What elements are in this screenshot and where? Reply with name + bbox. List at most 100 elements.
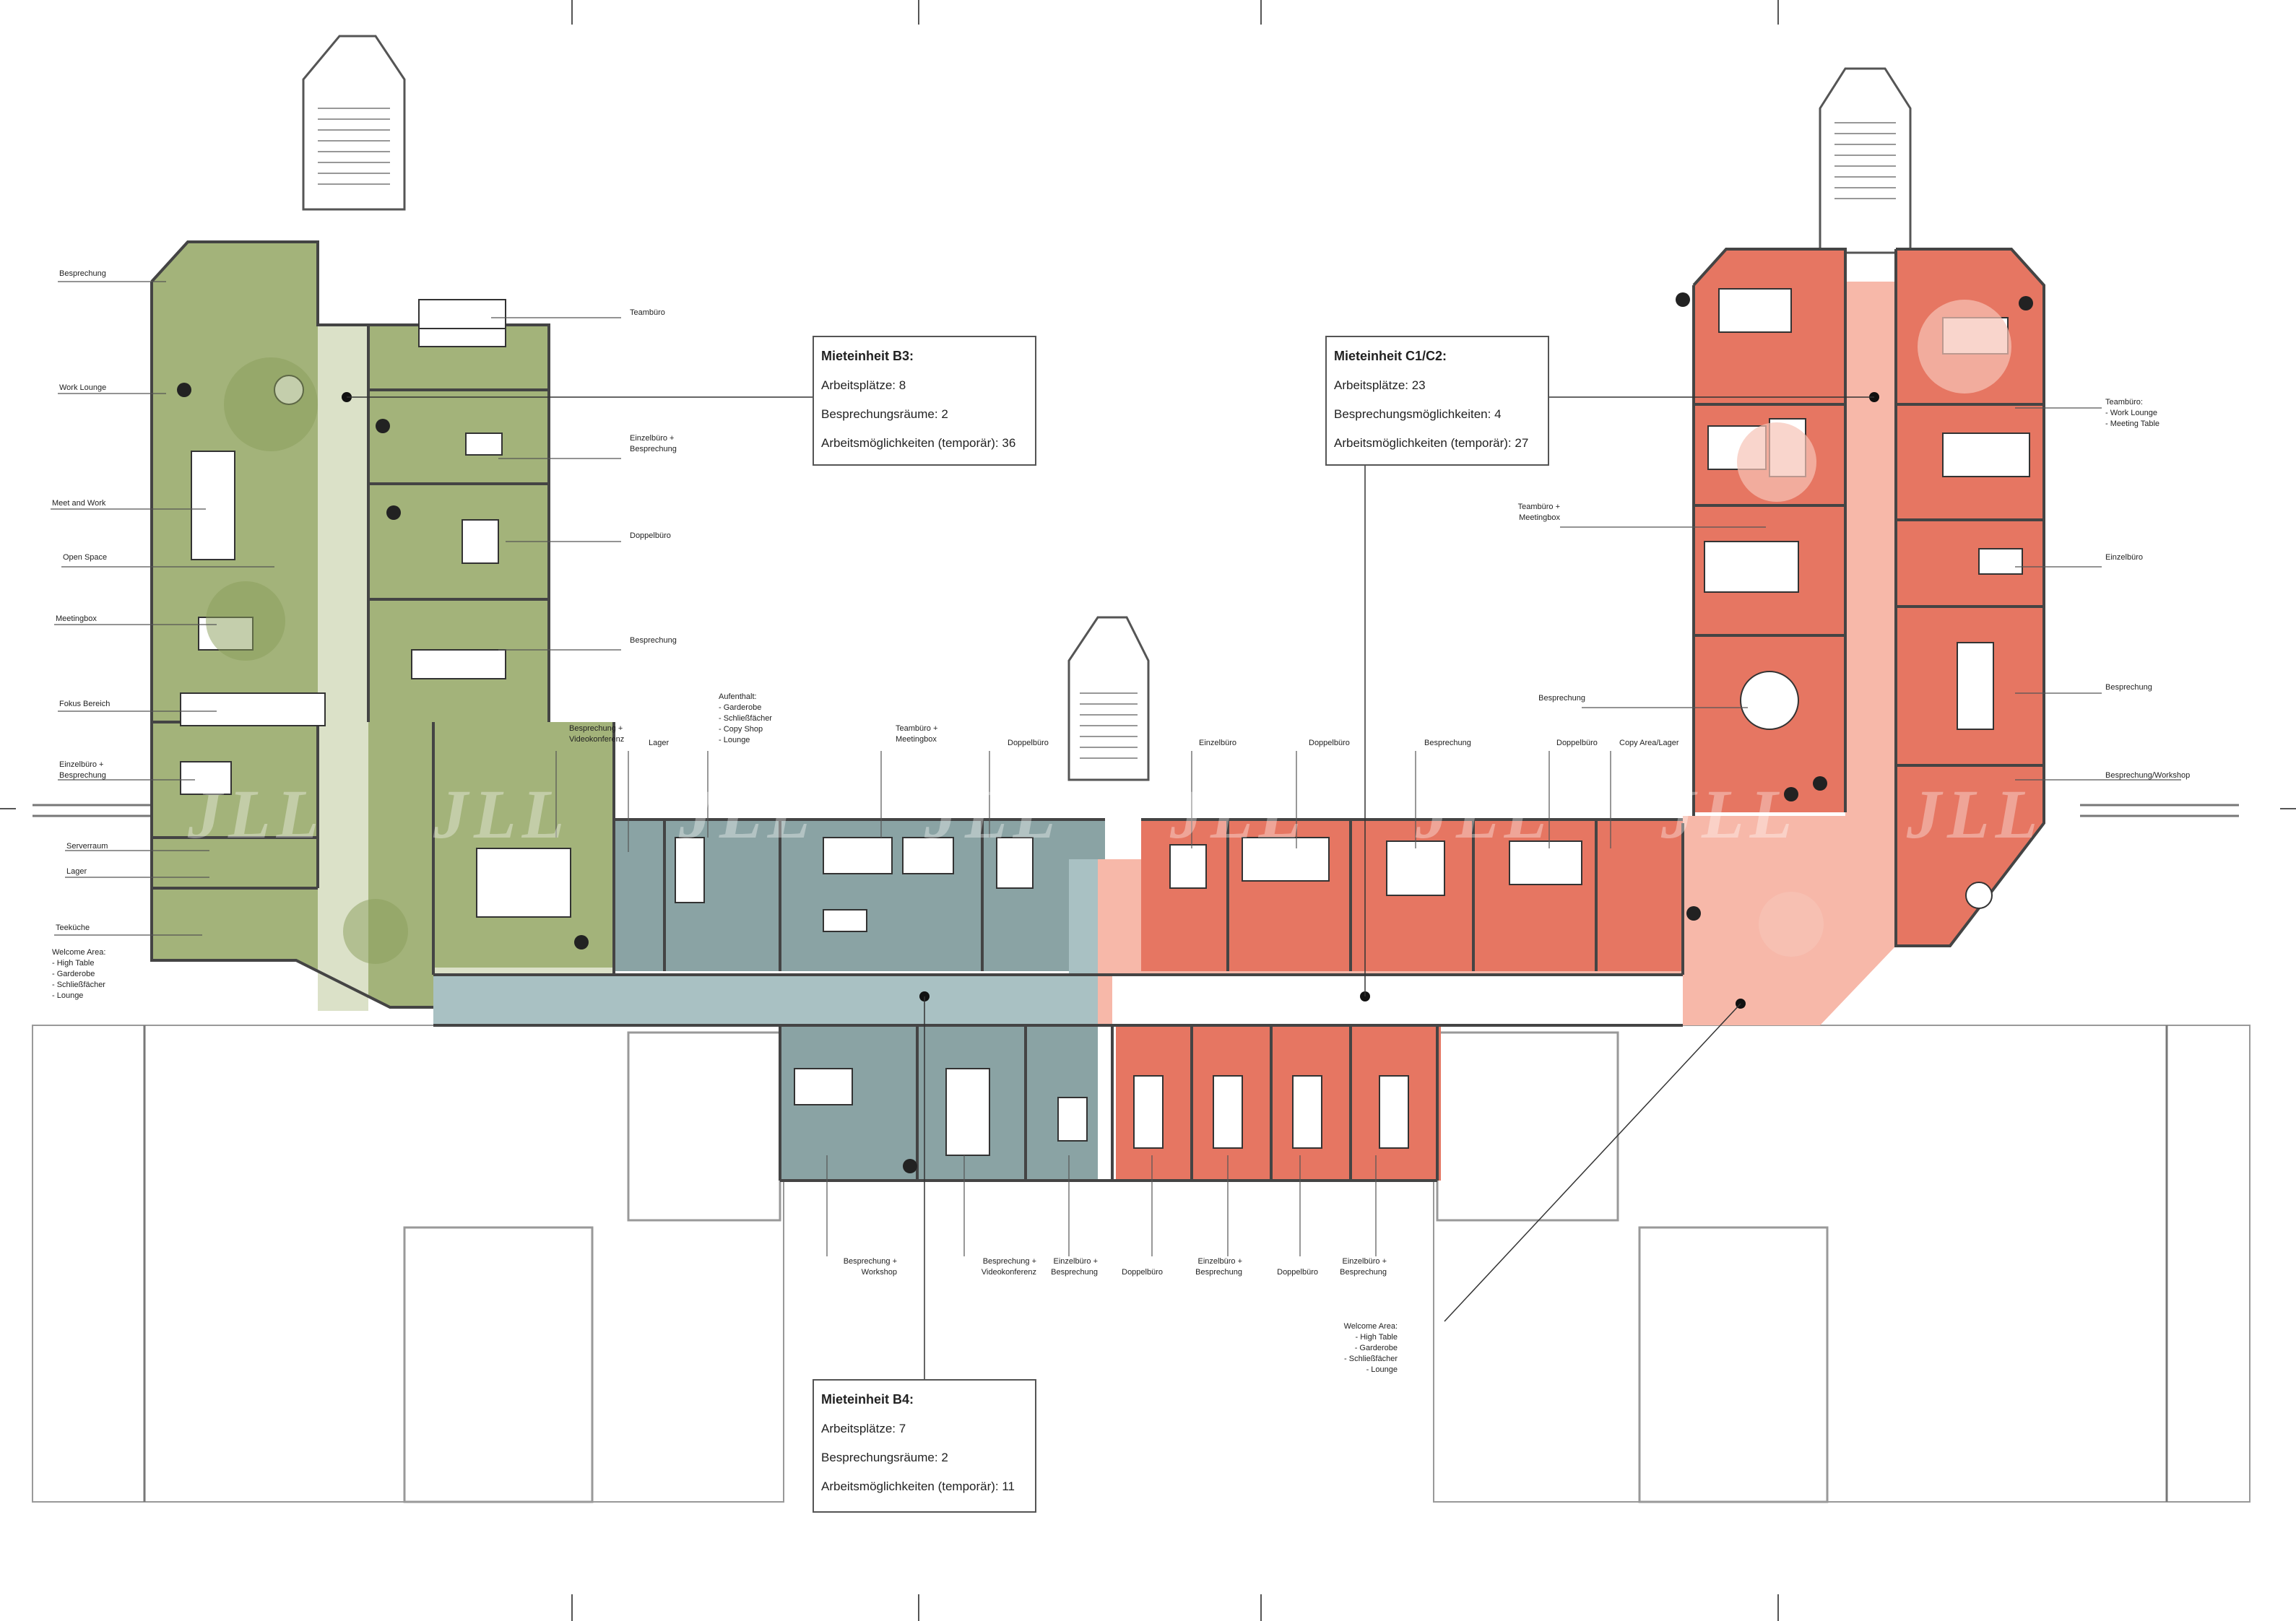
- room-label-line: Doppelbüro: [1122, 1268, 1163, 1277]
- room-label: Doppelbüro: [1008, 739, 1049, 747]
- room-label-line: Welcome Area:: [1344, 1322, 1398, 1331]
- room-label-line: Copy Area/Lager: [1619, 739, 1679, 747]
- room-label-line: Einzelbüro +: [1198, 1257, 1242, 1266]
- room-label-line: Einzelbüro +: [1054, 1257, 1098, 1266]
- room-label-line: Besprechung: [1195, 1268, 1242, 1277]
- unit-title: Mieteinheit B4:: [821, 1392, 914, 1407]
- room-label-line: Besprechung: [2105, 683, 2152, 692]
- room-label-line: - Garderobe: [1355, 1344, 1398, 1352]
- room-label-line: - Lounge: [52, 991, 83, 1000]
- room-label-line: Einzelbüro +: [630, 434, 674, 443]
- room-label: Einzelbüro + Besprechung: [1195, 1257, 1242, 1277]
- room-label: Besprechung: [630, 636, 677, 645]
- room-label-line: Teambüro:: [2105, 398, 2143, 407]
- room-label-line: - Garderobe: [719, 703, 761, 712]
- room-label-line: - Garderobe: [52, 970, 95, 978]
- stair-treads: [318, 108, 1896, 759]
- room-label: Einzelbüro +Besprechung: [59, 760, 106, 780]
- room-label-line: Teambüro +: [1518, 503, 1560, 511]
- room-label: Einzelbüro +Besprechung: [630, 434, 677, 453]
- label-leaders: [51, 281, 2181, 1256]
- room-label-line: Work Lounge: [59, 383, 106, 392]
- room-label: Besprechung/Workshop: [2105, 771, 2190, 780]
- leader-lines: [347, 396, 1874, 1379]
- room-label: Welcome Area:- High Table- Garderobe- Sc…: [1344, 1322, 1398, 1374]
- unit-row: Besprechungsmöglichkeiten: 4: [1334, 407, 1502, 421]
- room-label: Open Space: [63, 553, 107, 562]
- room-label-line: Besprechung: [630, 636, 677, 645]
- room-label-line: Besprechung +: [569, 724, 623, 733]
- room-label: Teambüro:- Work Lounge- Meeting Table: [2105, 398, 2159, 428]
- room-label: Teambüro + Meetingbox: [896, 724, 937, 744]
- room-label: Besprechung: [59, 269, 106, 278]
- room-label: Copy Area/Lager: [1619, 739, 1679, 747]
- labels-right: Teambüro:- Work Lounge- Meeting TableEin…: [2105, 398, 2190, 780]
- room-label-line: Einzelbüro +: [1343, 1257, 1387, 1266]
- room-label: Aufenthalt:- Garderobe- Schließfächer- C…: [719, 692, 772, 744]
- unit-row: Arbeitsplätze: 23: [1334, 378, 1426, 392]
- room-label-line: - Lounge: [719, 736, 750, 744]
- room-label-line: Besprechung: [59, 269, 106, 278]
- room-label-line: Einzelbüro: [1199, 739, 1236, 747]
- unit-row: Arbeitsmöglichkeiten (temporär): 27: [1334, 436, 1529, 450]
- room-label-line: Teambüro +: [896, 724, 937, 733]
- room-label-line: Meetingbox: [896, 735, 937, 744]
- room-label: Besprechung + Videokonferenz: [569, 724, 624, 744]
- unit-box-b3: Mieteinheit B3: Arbeitsplätze: 8 Besprec…: [813, 336, 1036, 466]
- building-outline: [32, 804, 2250, 1503]
- watermark: JLL: [1415, 775, 1552, 853]
- room-label: Doppelbüro: [630, 531, 671, 540]
- watermark: JLL: [924, 775, 1061, 853]
- room-label-line: - Lounge: [1366, 1365, 1398, 1374]
- room-label-line: Besprechung/Workshop: [2105, 771, 2190, 780]
- room-label-line: Lager: [66, 867, 87, 876]
- watermark: JLL: [1169, 775, 1307, 853]
- room-label-line: - Work Lounge: [2105, 409, 2157, 417]
- room-label-line: - Schließfächer: [1344, 1355, 1398, 1363]
- room-label-line: Besprechung: [1538, 694, 1585, 703]
- room-label-line: Doppelbüro: [1277, 1268, 1318, 1277]
- room-label: Teambüro + Meetingbox: [1518, 503, 1561, 522]
- room-label: Lager: [649, 739, 669, 747]
- room-label-line: Meetingbox: [1519, 513, 1560, 522]
- room-label: Einzelbüro +Besprechung: [1051, 1257, 1098, 1277]
- room-label-line: Teambüro: [630, 308, 665, 317]
- unit-row: Arbeitsmöglichkeiten (temporär): 11: [821, 1479, 1015, 1493]
- room-label: Einzelbüro: [1199, 739, 1236, 747]
- room-label: Besprechung: [1538, 694, 1585, 703]
- unit-row: Arbeitsplätze: 7: [821, 1422, 906, 1435]
- room-label-line: Meetingbox: [56, 614, 97, 623]
- room-label: Doppelbüro: [1277, 1268, 1318, 1277]
- room-label-line: Fokus Bereich: [59, 700, 110, 708]
- watermark: JLL: [1660, 775, 1798, 853]
- room-label-line: Teeküche: [56, 924, 90, 932]
- round-lounge-zones-c: [1737, 300, 2011, 957]
- room-label-line: Besprechung +: [844, 1257, 897, 1266]
- room-label-line: Meet and Work: [52, 499, 106, 508]
- unit-title: Mieteinheit C1/C2:: [1334, 349, 1447, 363]
- room-label: Einzelbüro +Besprechung: [1340, 1257, 1387, 1277]
- watermark: JLL: [678, 775, 815, 853]
- room-label-line: Videokonferenz: [569, 735, 624, 744]
- watermark: JLL: [187, 775, 324, 853]
- room-label-line: Open Space: [63, 553, 107, 562]
- room-label-line: Besprechung: [59, 771, 106, 780]
- walls: [150, 240, 2045, 1182]
- room-label-line: Lager: [649, 739, 669, 747]
- watermark-row: JLL JLL JLL JLL JLL JLL JLL JLL: [187, 775, 2037, 853]
- room-label-line: - Copy Shop: [719, 725, 763, 734]
- room-label: Besprechung: [1424, 739, 1471, 747]
- unit-box-b4: Mieteinheit B4: Arbeitsplätze: 7 Besprec…: [813, 1379, 1036, 1513]
- unit-box-c1-c2: Mieteinheit C1/C2: Arbeitsplätze: 23 Bes…: [1325, 336, 1549, 466]
- room-label: Teeküche: [56, 924, 90, 932]
- plants: [177, 292, 2033, 1173]
- room-label-line: - Schließfächer: [719, 714, 772, 723]
- room-label-line: Welcome Area:: [52, 948, 105, 957]
- room-label-line: Besprechung: [1424, 739, 1471, 747]
